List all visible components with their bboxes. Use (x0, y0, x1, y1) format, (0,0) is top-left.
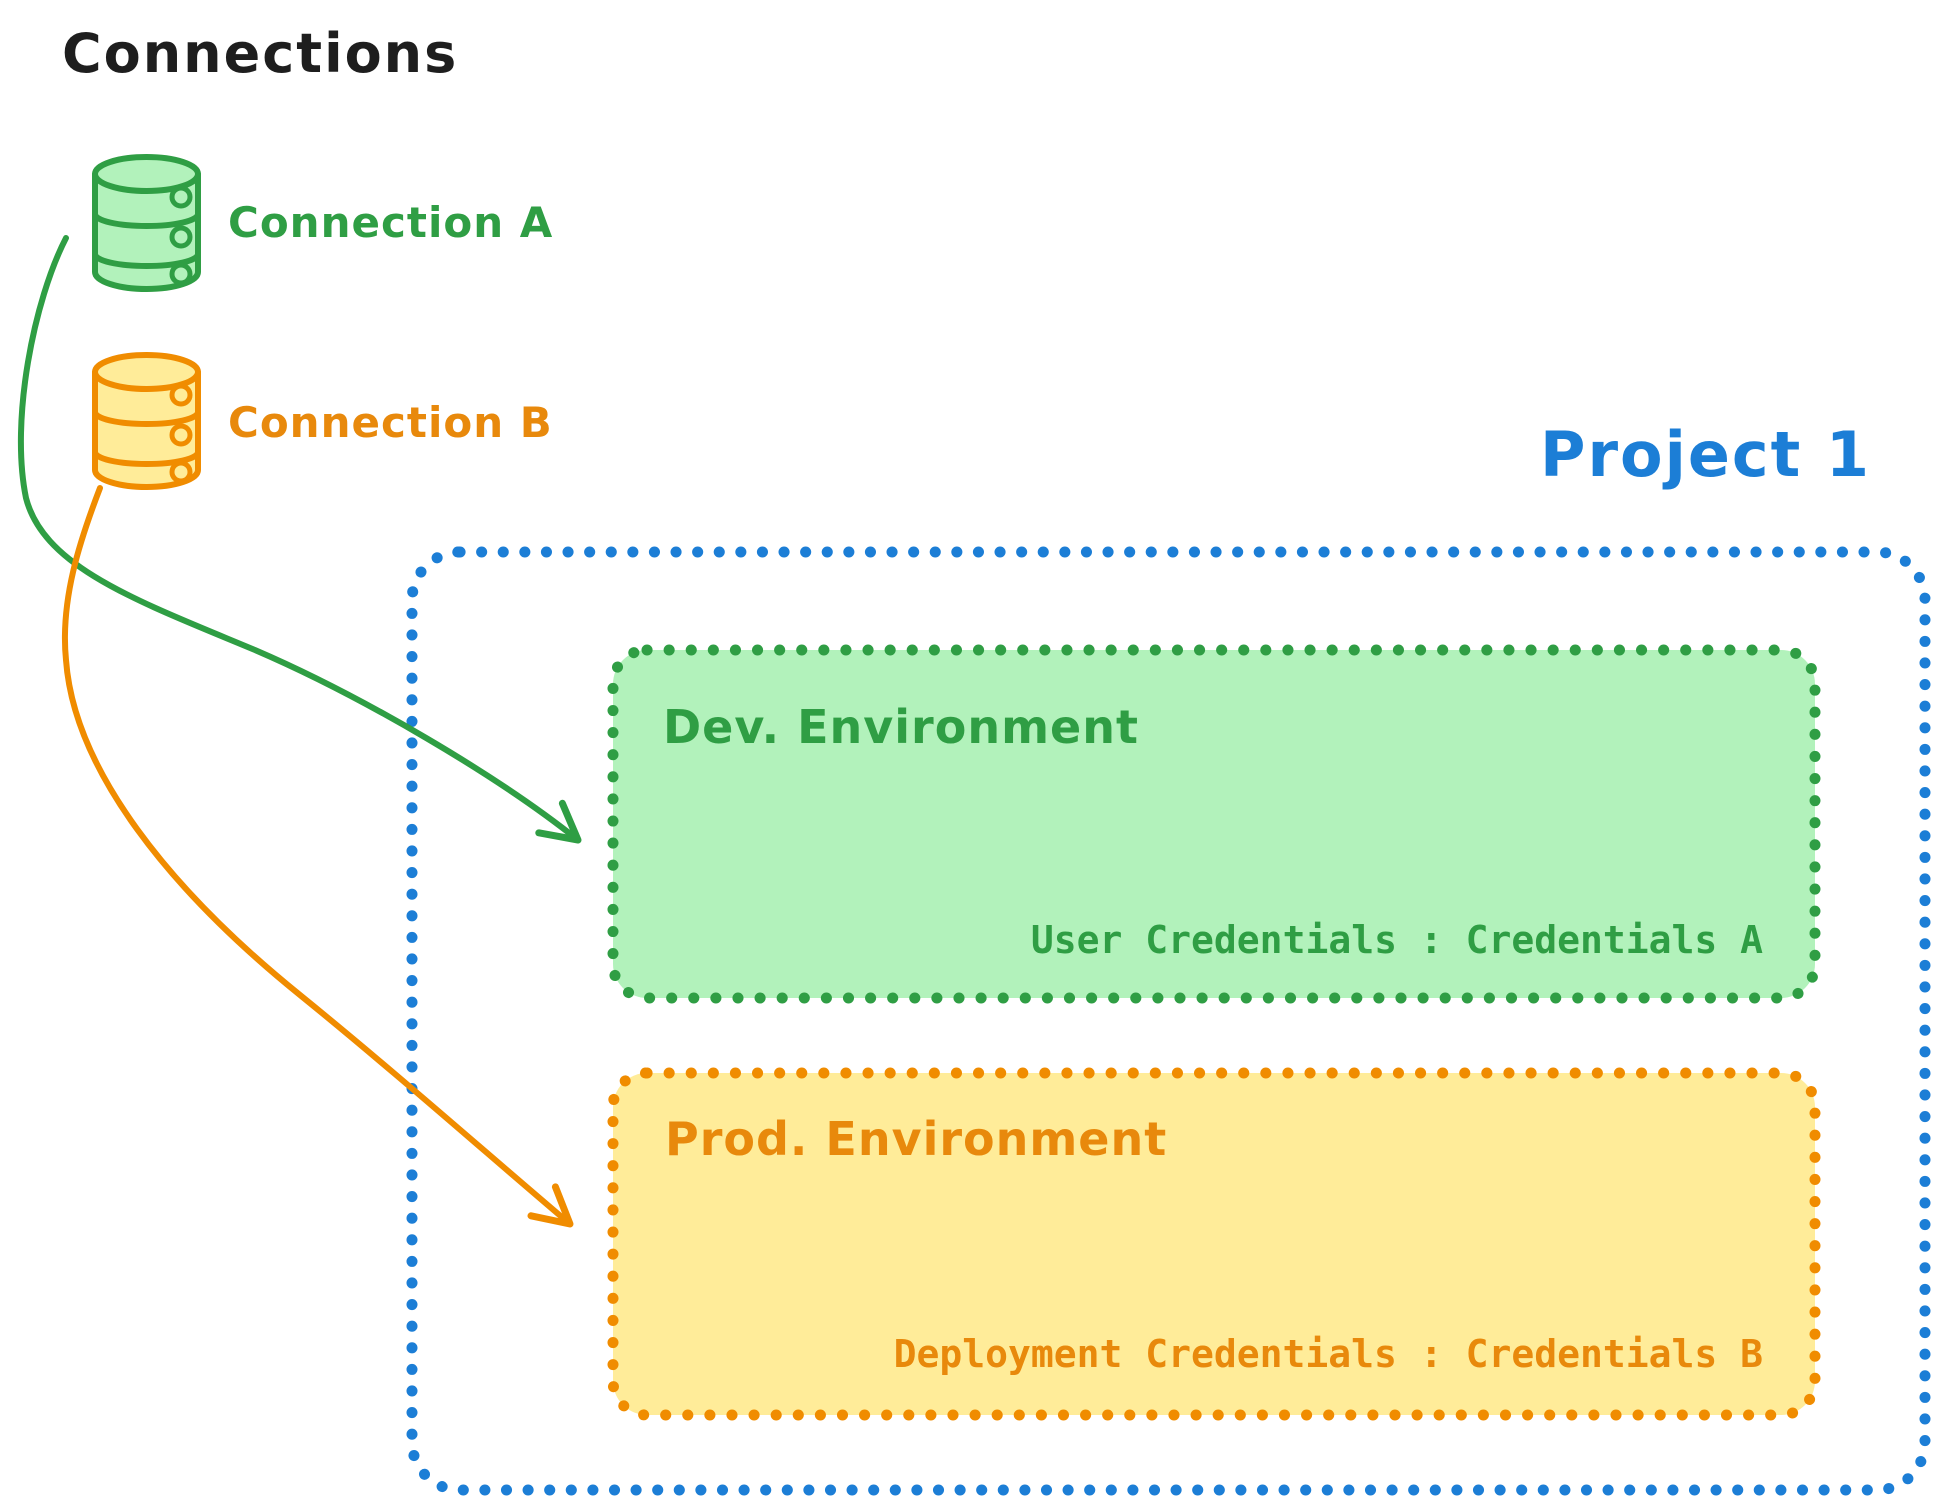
prod-environment-credentials-text: Deployment Credentials : Credentials B (893, 1332, 1763, 1376)
connection-a-label: Connection A (228, 198, 554, 247)
database-icon (92, 154, 201, 292)
prod-environment-title: Prod. Environment (665, 1112, 1168, 1166)
connection-a-to-dev-arrow (17, 235, 582, 844)
connection-b-to-prod-arrow (61, 485, 574, 1228)
database-icon (92, 352, 201, 490)
project-1-box (406, 546, 1931, 1496)
prod-environment-box (607, 1067, 1821, 1421)
project-1-label: Project 1 (1540, 418, 1872, 491)
connection-b-label: Connection B (228, 398, 553, 447)
dev-environment-box (607, 644, 1821, 1004)
dev-environment-title: Dev. Environment (663, 700, 1139, 754)
dev-environment-credentials-text: User Credentials : Credentials A (1030, 918, 1763, 962)
connections-panel-title: Connections (62, 22, 459, 85)
